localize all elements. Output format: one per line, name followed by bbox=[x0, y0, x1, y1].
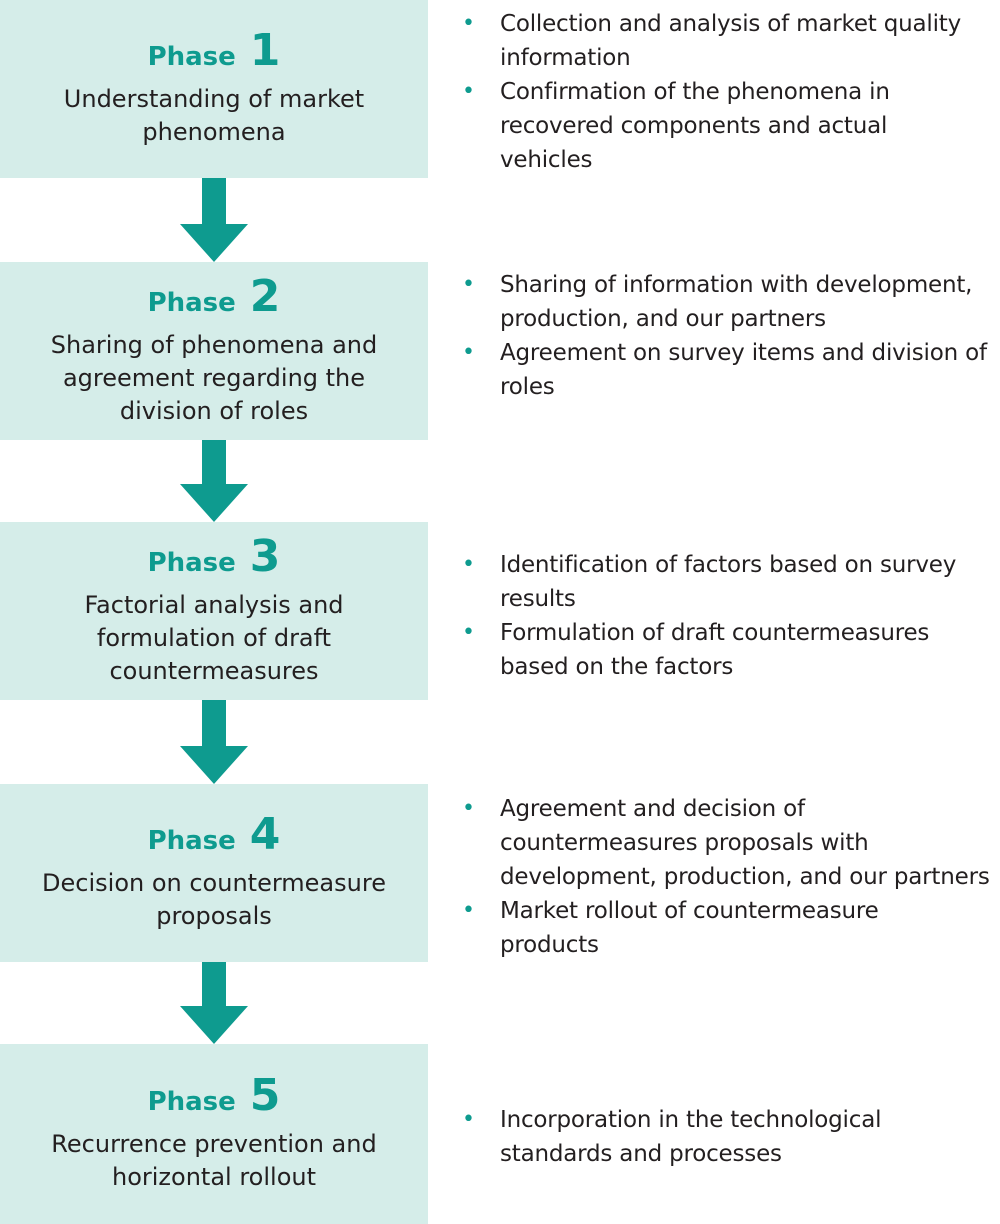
arrow-down-icon bbox=[180, 962, 248, 1044]
phase-3-bullet-1: • Identification of factors based on surv… bbox=[462, 548, 1000, 616]
phase-5-description: Recurrence prevention and horizontal rol… bbox=[51, 1130, 377, 1191]
phase-1-heading: Phase 1 bbox=[148, 29, 281, 73]
phase-4-label: Phase bbox=[147, 826, 236, 856]
bullet-text: Incorporation in the technological stand… bbox=[500, 1107, 882, 1167]
phase-1-box: Phase 1 Understanding of market phenomen… bbox=[0, 0, 428, 178]
phase-2-bullet-1: • Sharing of information with development… bbox=[462, 268, 1000, 336]
bullet-text: Agreement on survey items and division o… bbox=[500, 340, 987, 400]
phase-3-label: Phase bbox=[147, 547, 236, 578]
bullet-text: Collection and analysis of market qualit… bbox=[500, 11, 961, 71]
arrow-down-icon bbox=[180, 178, 248, 262]
phase-5-box: Phase 5 Recurrence prevention and horizo… bbox=[0, 1044, 428, 1224]
bullet-dot-icon: • bbox=[462, 340, 475, 365]
phase-5-number: 5 bbox=[249, 1070, 281, 1121]
phase-2-number: 2 bbox=[249, 270, 281, 322]
phase-1-label: Phase bbox=[147, 42, 236, 72]
arrow-down-icon bbox=[180, 440, 248, 522]
phase-3-bullet-list: • Identification of factors based on surv… bbox=[462, 548, 1000, 684]
phase-5-label: Phase bbox=[147, 1087, 236, 1117]
bullet-dot-icon: • bbox=[462, 620, 475, 645]
bullet-dot-icon: • bbox=[462, 1107, 475, 1132]
bullet-text: Market rollout of countermeasure product… bbox=[500, 898, 879, 958]
phase-5-bullet-1: • Incorporation in the technological stan… bbox=[462, 1103, 1000, 1171]
phase-3-description: Factorial analysis and formulation of dr… bbox=[84, 590, 344, 685]
bullet-text: Formulation of draft countermeasures bas… bbox=[500, 620, 930, 680]
phase-2-bullet-list: • Sharing of information with development… bbox=[462, 268, 1000, 404]
bullet-dot-icon: • bbox=[462, 11, 475, 36]
bullet-text: Sharing of information with development,… bbox=[500, 272, 973, 332]
phase-4-box: Phase 4 Decision on countermeasure propo… bbox=[0, 784, 428, 962]
phase-2-heading: Phase 2 bbox=[147, 270, 281, 322]
phase-1-bullet-1: • Collection and analysis of market quali… bbox=[462, 7, 1000, 75]
phase-4-number: 4 bbox=[249, 809, 281, 860]
phase-2-label: Phase bbox=[147, 287, 236, 318]
phase-3-number: 3 bbox=[249, 530, 281, 582]
phase-3-heading: Phase 3 bbox=[147, 530, 281, 582]
phase-3-box: Phase 3 Factorial analysis and formulati… bbox=[0, 522, 428, 700]
phase-2-description: Sharing of phenomena and agreement regar… bbox=[50, 330, 378, 425]
phase-1-number: 1 bbox=[249, 25, 281, 76]
phase-5-bullet-list: • Incorporation in the technological stan… bbox=[462, 1103, 1000, 1171]
bullet-dot-icon: • bbox=[462, 79, 475, 104]
phase-5-heading: Phase 5 bbox=[148, 1074, 281, 1118]
phase-2-box: Phase 2 Sharing of phenomena and agreeme… bbox=[0, 262, 428, 440]
phase-4-heading: Phase 4 bbox=[148, 813, 281, 857]
bullet-text: Identification of factors based on surve… bbox=[500, 552, 957, 612]
arrow-down-icon bbox=[180, 700, 248, 784]
bullet-text: Agreement and decision of countermeasure… bbox=[500, 796, 990, 890]
bullet-dot-icon: • bbox=[462, 898, 475, 923]
phase-3-bullet-2: • Formulation of draft countermeasures ba… bbox=[462, 616, 1000, 684]
phase-4-bullet-list: • Agreement and decision of countermeasur… bbox=[462, 792, 1000, 962]
phase-1-description: Understanding of market phenomena bbox=[63, 85, 365, 146]
phase-4-bullet-2: • Market rollout of countermeasure produc… bbox=[462, 894, 1000, 962]
bullet-dot-icon: • bbox=[462, 552, 475, 577]
phase-1-bullet-2: • Confirmation of the phenomena in recove… bbox=[462, 75, 1000, 177]
phase-4-description: Decision on countermeasure proposals bbox=[42, 869, 386, 930]
phase-2-bullet-2: • Agreement on survey items and division … bbox=[462, 336, 1000, 404]
bullet-text: Confirmation of the phenomena in recover… bbox=[500, 79, 890, 173]
phase-4-bullet-1: • Agreement and decision of countermeasur… bbox=[462, 792, 1000, 894]
bullet-dot-icon: • bbox=[462, 796, 475, 821]
phase-1-bullet-list: • Collection and analysis of market quali… bbox=[462, 7, 1000, 177]
bullet-dot-icon: • bbox=[462, 272, 475, 297]
